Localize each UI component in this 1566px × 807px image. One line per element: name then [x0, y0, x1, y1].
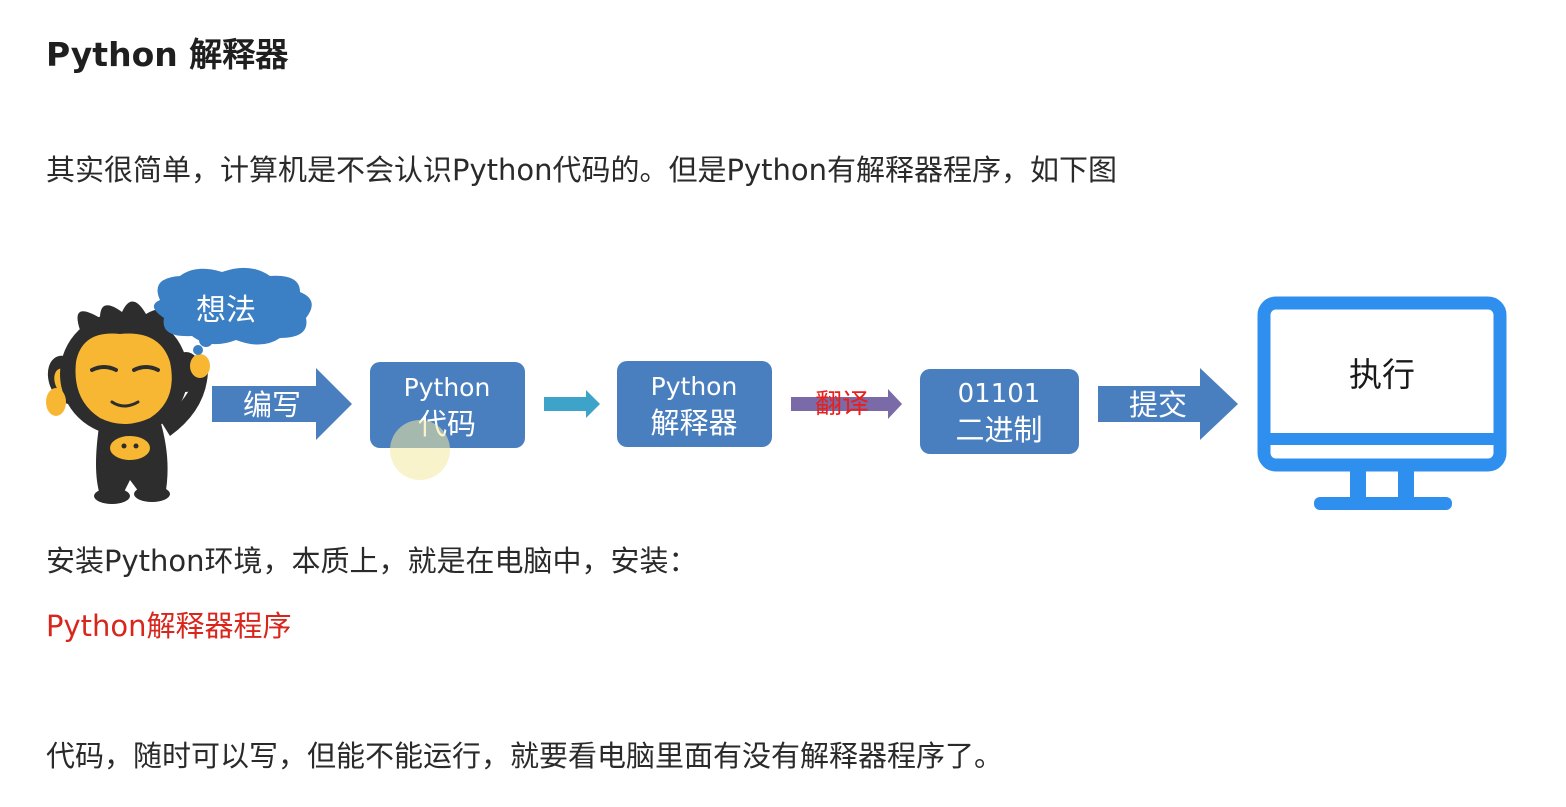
binary-box-line1: 01101	[958, 379, 1041, 409]
install-highlight: Python解释器程序	[46, 609, 292, 643]
submit-label: 提交	[1129, 388, 1187, 422]
intro-paragraph: 其实很简单，计算机是不会认识Python代码的。但是Python有解释器程序，如…	[46, 153, 1118, 187]
cursor-highlight	[390, 420, 450, 480]
monkey-mascot-icon	[46, 301, 210, 504]
thought-bubble: 想法	[153, 267, 312, 355]
binary-box-line2: 二进制	[955, 413, 1042, 447]
code-box-line1: Python	[404, 373, 491, 402]
translate-label: 翻译	[815, 389, 869, 420]
submit-arrow: 提交	[1098, 368, 1238, 440]
interpreter-box-line2: 解释器	[650, 406, 737, 440]
binary-box: 01101 二进制	[920, 369, 1079, 454]
python-code-box: Python 代码	[370, 362, 525, 480]
translate-arrow: 翻译	[791, 389, 902, 420]
thought-label: 想法	[196, 293, 256, 328]
write-label: 编写	[243, 388, 301, 422]
python-interpreter-box: Python 解释器	[617, 361, 772, 447]
monitor-icon: 执行	[1257, 296, 1507, 510]
page-title: Python 解释器	[46, 35, 289, 74]
write-arrow: 编写	[212, 368, 352, 440]
execute-label: 执行	[1349, 355, 1415, 394]
small-arrow	[544, 390, 600, 418]
install-paragraph: 安装Python环境，本质上，就是在电脑中，安装：	[46, 544, 698, 578]
conclusion-paragraph: 代码，随时可以写，但能不能运行，就要看电脑里面有没有解释器程序了。	[46, 739, 1004, 773]
interpreter-box-line1: Python	[651, 372, 738, 401]
